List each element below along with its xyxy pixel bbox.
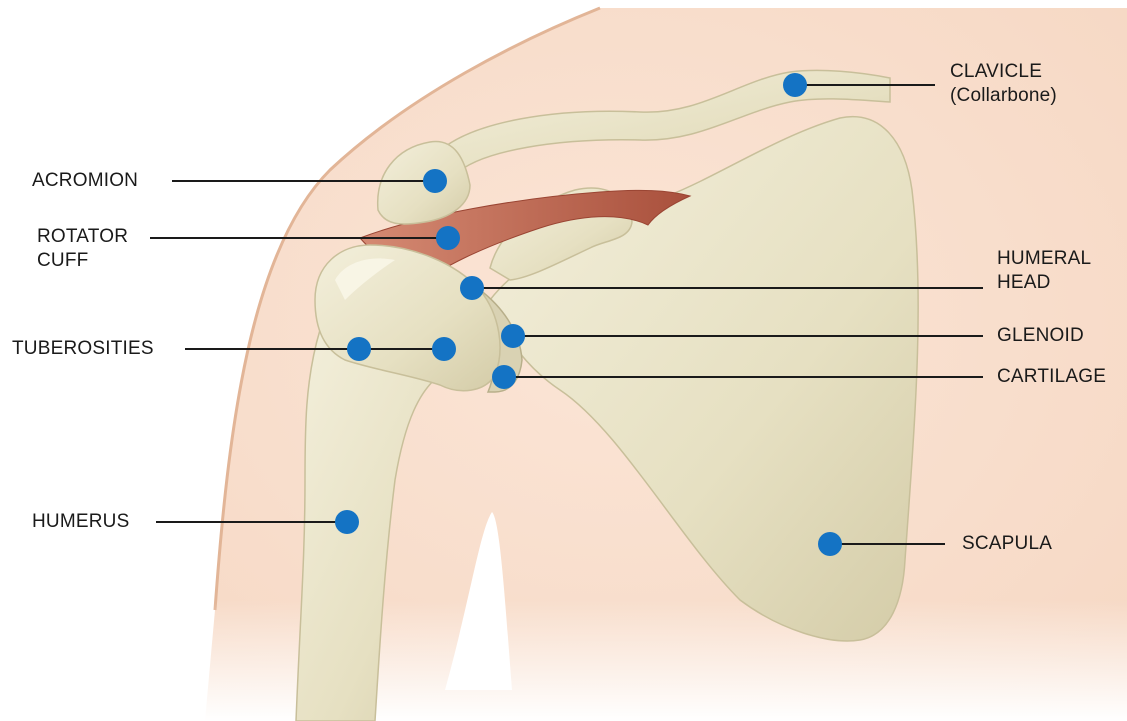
scapula-label-line1: SCAPULA	[962, 532, 1052, 556]
glenoid-label-line1: GLENOID	[997, 324, 1084, 348]
cartilage-label-line1: CARTILAGE	[997, 365, 1106, 389]
cartilage-label: CARTILAGE	[997, 365, 1106, 389]
rotator-cuff-label-line1: ROTATOR	[37, 225, 128, 249]
tuberosities-label-line1: TUBEROSITIES	[12, 337, 154, 361]
clavicle-label-line2: (Collarbone)	[950, 84, 1057, 108]
clavicle-label-line1: CLAVICLE	[950, 60, 1057, 84]
cartilage-dot	[492, 365, 516, 389]
glenoid-dot	[501, 324, 525, 348]
acromion-label: ACROMION	[32, 169, 138, 193]
tuberosities-label: TUBEROSITIES	[12, 337, 154, 361]
scapula-dot	[818, 532, 842, 556]
glenoid-label: GLENOID	[997, 324, 1084, 348]
humeral-head-dot	[460, 276, 484, 300]
clavicle-dot	[783, 73, 807, 97]
humerus-label-line1: HUMERUS	[32, 510, 129, 534]
humeral-head-label-line1: HUMERAL	[997, 247, 1091, 271]
tuberosities-dot-1	[347, 337, 371, 361]
tuberosities-dot-2	[432, 337, 456, 361]
humeral-head-label: HUMERAL HEAD	[997, 247, 1091, 295]
rotator-cuff-label: ROTATOR CUFF	[37, 225, 128, 273]
rotator-cuff-label-line2: CUFF	[37, 249, 128, 273]
acromion-label-line1: ACROMION	[32, 169, 138, 193]
rotator-cuff-dot	[436, 226, 460, 250]
humerus-label: HUMERUS	[32, 510, 129, 534]
scapula-label: SCAPULA	[962, 532, 1052, 556]
acromion-dot	[423, 169, 447, 193]
humeral-head-label-line2: HEAD	[997, 271, 1091, 295]
humerus-dot	[335, 510, 359, 534]
clavicle-label: CLAVICLE (Collarbone)	[950, 60, 1057, 108]
